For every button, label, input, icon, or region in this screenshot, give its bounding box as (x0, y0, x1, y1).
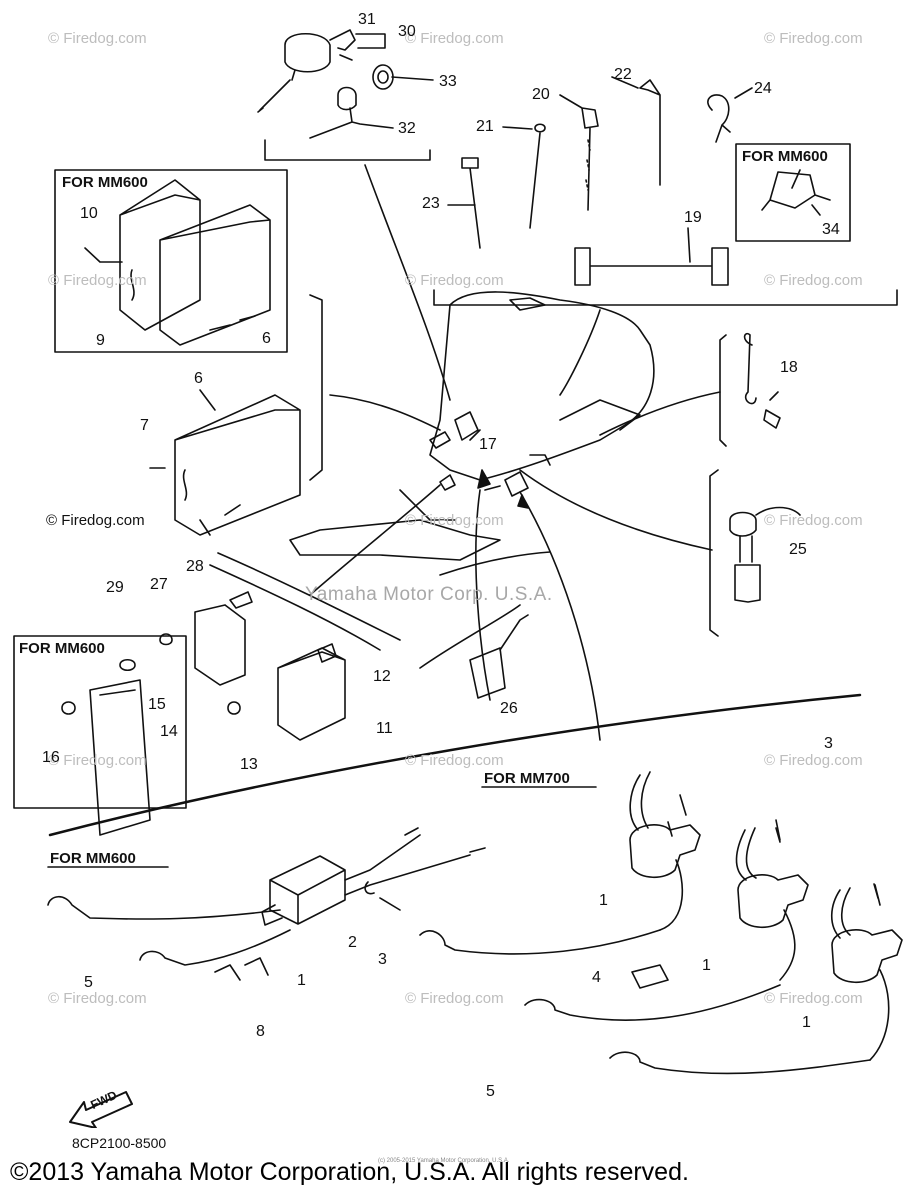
watermark: © Firedog.com (764, 272, 863, 289)
callout: 2 (348, 934, 357, 951)
callout: 28 (186, 558, 204, 575)
callout: 20 (532, 86, 550, 103)
bracket-top-right (433, 289, 898, 306)
ring-33 (372, 64, 394, 90)
watermark: © Firedog.com (405, 30, 504, 47)
section-title-mm700: FOR MM700 (484, 770, 570, 787)
watermark: © Firedog.com (764, 752, 863, 769)
watermark: © Firedog.com (46, 512, 145, 529)
callout: 29 (106, 579, 124, 596)
callout: 7 (140, 417, 149, 434)
box-mm600-bracket (13, 635, 187, 809)
callout: 26 (500, 700, 518, 717)
watermark: © Firedog.com (405, 990, 504, 1007)
callout: 34 (822, 221, 840, 238)
part-number: 8CP2100-8500 (72, 1135, 167, 1151)
callout: 21 (476, 118, 494, 135)
callout: 6 (262, 330, 271, 347)
callout: 11 (376, 720, 393, 737)
coil-mm700-c (831, 929, 903, 984)
callout: 14 (160, 723, 178, 740)
coil-mm700-b (737, 874, 809, 929)
callout: 19 (684, 209, 702, 226)
callout: 3 (824, 735, 833, 752)
callout: 31 (358, 11, 376, 28)
section-title-mm600: FOR MM600 (50, 850, 136, 867)
watermark: © Firedog.com (48, 752, 147, 769)
callout: 18 (780, 359, 798, 376)
tiny-copyright: (c) 2005-2015 Yamaha Motor Corporation, … (378, 1158, 510, 1164)
arrow-head-a (477, 469, 491, 489)
callout: 1 (702, 957, 711, 974)
callout: 23 (422, 195, 440, 212)
watermark: © Firedog.com (48, 30, 147, 47)
callout: 10 (80, 205, 98, 222)
watermark: © Firedog.com (764, 512, 863, 529)
callout: 9 (96, 332, 105, 349)
callout: 3 (378, 951, 387, 968)
watermark: © Firedog.com (764, 990, 863, 1007)
callout: 8 (256, 1023, 265, 1040)
callout: 13 (240, 756, 258, 773)
watermark: © Firedog.com (48, 990, 147, 1007)
callout: 1 (297, 972, 306, 989)
watermark: © Firedog.com (48, 272, 147, 289)
callout: 24 (754, 80, 772, 97)
callout: 17 (479, 436, 497, 453)
callout: 1 (599, 892, 608, 909)
sensor-25 (729, 511, 761, 603)
box-title-mm600-clip: FOR MM600 (742, 148, 828, 165)
callout: 4 (592, 969, 601, 986)
box-title-mm600-bracket: FOR MM600 (19, 640, 105, 657)
main-switch (257, 33, 331, 113)
clip-24 (707, 94, 731, 143)
callout: 5 (486, 1083, 495, 1100)
coil-mm700-a (629, 824, 701, 879)
coil-mm600 (269, 855, 346, 925)
callout: 33 (439, 73, 457, 90)
footer-copyright: ©2013 Yamaha Motor Corporation, U.S.A. A… (10, 1158, 689, 1186)
callout: 6 (194, 370, 203, 387)
condenser-26 (469, 614, 529, 699)
watermark: © Firedog.com (405, 752, 504, 769)
bracket-top-left (264, 139, 431, 161)
callout: 30 (398, 23, 416, 40)
watermark: © Firedog.com (764, 30, 863, 47)
watermark: © Firedog.com (405, 512, 504, 529)
snowmobile (429, 291, 655, 481)
callout: 5 (84, 974, 93, 991)
callout: 32 (398, 120, 416, 137)
callout: 15 (148, 696, 166, 713)
callout: 1 (802, 1014, 811, 1031)
callout: 25 (789, 541, 807, 558)
section-divider (48, 693, 862, 837)
watermark: © Firedog.com (405, 272, 504, 289)
callout: 16 (42, 749, 60, 766)
callout: 12 (373, 668, 391, 685)
forward-arrow-icon (69, 1091, 133, 1128)
center-watermark: Yamaha Motor Corp. U.S.A. (305, 584, 553, 605)
callout: 22 (614, 66, 632, 83)
callout: 27 (150, 576, 168, 593)
lever-32 (309, 86, 394, 139)
box-title-mm600-cdi: FOR MM600 (62, 174, 148, 191)
box-mm600-clip (735, 143, 851, 242)
box-mm600-cdi (54, 169, 288, 353)
arrow-head-b (517, 494, 529, 509)
cdi-unit-6 (174, 394, 301, 536)
